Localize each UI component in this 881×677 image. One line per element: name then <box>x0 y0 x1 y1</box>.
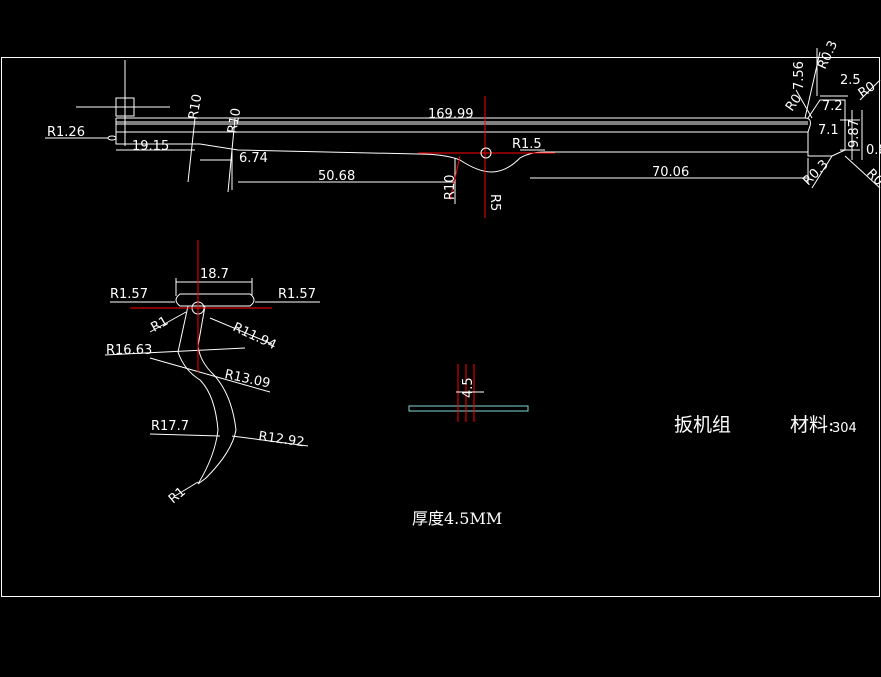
label-r10b: R10 <box>225 107 244 135</box>
lever-body <box>177 305 237 485</box>
material-label: 材料: <box>790 414 834 436</box>
thickness-note: 厚度4.5MM <box>412 509 502 528</box>
label-r13-09: R13.09 <box>223 367 271 391</box>
label-r5: R5 <box>487 194 502 211</box>
drawing-border <box>1 57 880 597</box>
right-end-diag2 <box>859 79 881 101</box>
label-r12-92: R12.92 <box>257 429 305 450</box>
right-end-diag4 <box>844 155 881 189</box>
right-end-diag3 <box>811 155 833 189</box>
label-r10a: R10 <box>186 93 205 121</box>
lever-slot <box>175 293 255 307</box>
label-7-2: 7.2 <box>822 99 843 114</box>
label-r1a: R1 <box>149 314 171 336</box>
label-r17-7: R17.7 <box>151 419 189 434</box>
label-r03a: R0.3 <box>815 38 841 71</box>
side-view-plate <box>408 405 529 412</box>
label-2-5: 2.5 <box>840 73 861 88</box>
label-19-15: 19.15 <box>132 139 169 154</box>
lever-dimension-labels: 18.7 R1.57 R1.57 R1 R11.94 R16.63 R13.09… <box>106 267 316 507</box>
top-dimension-labels: R1.26 19.15 R10 R10 6.74 50.68 169.99 R1… <box>47 38 881 211</box>
label-169-99: 169.99 <box>428 107 474 122</box>
dim-ext-1 <box>187 117 196 183</box>
label-r1b: R1 <box>166 484 189 507</box>
label-9-87: 9.87 <box>847 119 862 148</box>
material-value: 304 <box>832 421 857 436</box>
part-name: 扳机组 <box>674 414 731 436</box>
left-end <box>115 118 200 145</box>
left-end-round <box>107 135 117 141</box>
label-r0c: R0 <box>863 166 881 189</box>
label-r0a: R0 <box>783 92 805 115</box>
label-18-7: 18.7 <box>200 267 229 282</box>
label-r16-63: R16.63 <box>106 343 152 358</box>
label-r126: R1.26 <box>47 125 85 140</box>
label-50-68: 50.68 <box>318 169 355 184</box>
lever-centerlines <box>130 240 272 372</box>
label-r15: R1.5 <box>512 137 542 152</box>
label-r03b: R0.3 <box>800 157 832 189</box>
label-r157b: R1.57 <box>278 287 316 302</box>
top-bar-lower-edge <box>199 143 808 173</box>
label-70-06: 70.06 <box>652 165 689 180</box>
right-end-diag5 <box>795 89 813 119</box>
label-7-1: 7.1 <box>818 123 839 138</box>
label-r10c: R10 <box>443 174 458 200</box>
lever-part <box>104 278 320 497</box>
label-7-56: 7.56 <box>792 61 807 90</box>
top-centerlines <box>418 96 555 218</box>
label-0-8: 0.8 <box>866 143 881 158</box>
label-6-74: 6.74 <box>239 151 268 166</box>
top-part <box>45 48 881 204</box>
side-view: 4.5 <box>408 364 529 422</box>
top-hole <box>480 147 492 159</box>
label-side-dim: 4.5 <box>461 377 476 398</box>
label-r157a: R1.57 <box>110 287 148 302</box>
